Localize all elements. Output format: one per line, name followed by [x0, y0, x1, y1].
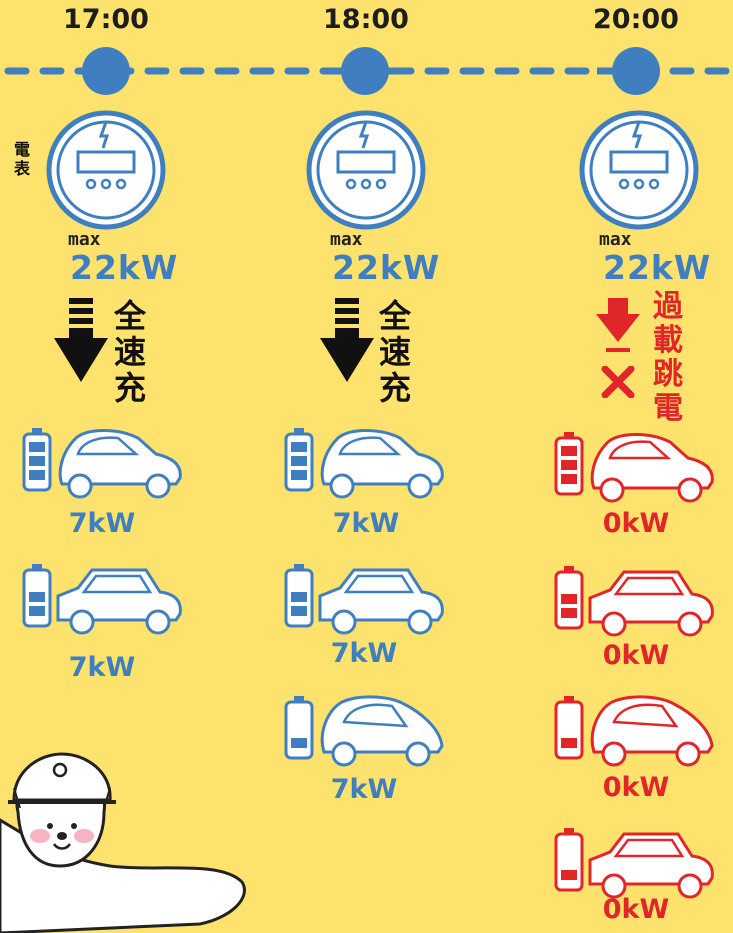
car-with-battery-icon — [284, 564, 444, 635]
power-label: 7kW — [332, 508, 400, 539]
car-with-battery-icon — [22, 564, 182, 635]
car-with-battery-icon — [554, 695, 714, 767]
time-label: 17:00 — [63, 4, 149, 35]
car-with-battery-icon — [22, 428, 182, 499]
down-arrow-icon — [320, 298, 374, 382]
status-text-charge: 全速充 — [113, 297, 146, 407]
power-label: 0kW — [602, 508, 670, 539]
max-value: 22kW — [603, 248, 712, 287]
timeline — [4, 47, 733, 95]
max-label: max — [68, 229, 101, 250]
timeline-node — [82, 47, 130, 95]
car-with-battery-icon — [554, 432, 714, 503]
max-label: max — [330, 229, 363, 250]
time-label: 18:00 — [323, 4, 409, 35]
down-arrow-icon — [596, 298, 640, 352]
timeline-node — [612, 47, 660, 95]
time-label: 20:00 — [593, 4, 679, 35]
power-label: 7kW — [330, 638, 398, 669]
meter-icon — [579, 110, 699, 230]
meter-icon — [306, 110, 426, 230]
power-label: 7kW — [68, 652, 136, 683]
car-with-battery-icon — [554, 566, 714, 637]
cross-icon — [601, 366, 635, 398]
max-value: 22kW — [332, 248, 441, 287]
max-value: 22kW — [70, 248, 179, 287]
power-label: 0kW — [602, 772, 670, 803]
car-with-battery-icon — [284, 428, 444, 499]
power-label: 0kW — [602, 894, 670, 925]
power-label: 7kW — [330, 774, 398, 805]
car-with-battery-icon — [554, 828, 714, 899]
down-arrow-icon — [54, 298, 108, 382]
power-label: 0kW — [602, 640, 670, 671]
meter-label: 電表 — [14, 140, 31, 178]
timeline-node — [341, 47, 389, 95]
bear-mascot-illustration — [0, 752, 246, 933]
power-label: 7kW — [68, 508, 136, 539]
max-label: max — [599, 229, 632, 250]
car-with-battery-icon — [284, 695, 444, 767]
meter-icon — [46, 110, 166, 230]
status-text-charge: 全速充 — [378, 297, 411, 407]
status-text-overload: 過載跳電 — [653, 289, 683, 426]
